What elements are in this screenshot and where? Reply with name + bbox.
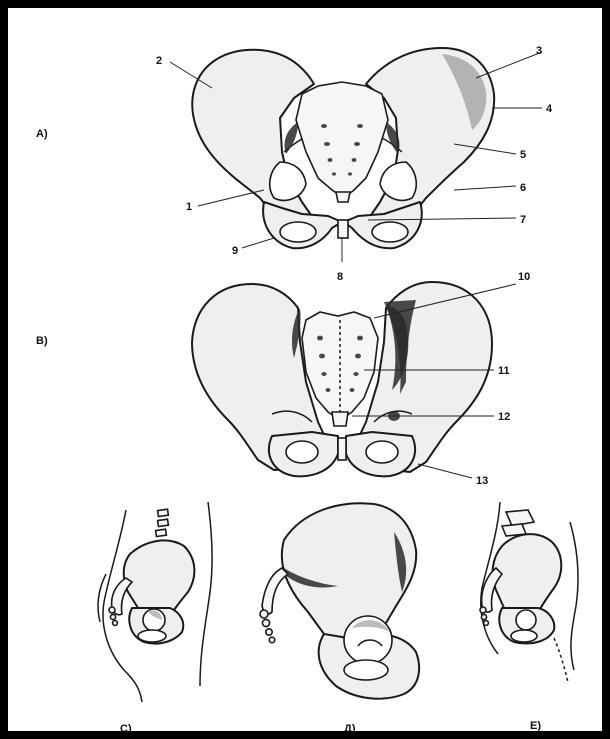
label-3: 3: [536, 45, 542, 57]
label-11: 11: [498, 365, 510, 377]
figure-a-pelvis-anterior: [192, 48, 494, 248]
label-4: 4: [546, 103, 553, 115]
label-13: 13: [476, 475, 488, 487]
section-label-c: C): [120, 723, 132, 731]
label-10: 10: [518, 271, 530, 283]
figure-e-pelvis-lateral-body: [480, 502, 578, 682]
label-5: 5: [520, 149, 526, 161]
section-label-b: B): [36, 335, 48, 347]
figure-a-sacrum: [296, 82, 388, 198]
section-label-a: A): [36, 128, 48, 140]
label-2: 2: [156, 55, 162, 67]
label-9: 9: [232, 245, 238, 257]
figure-b-pelvis-posterior: [192, 282, 492, 476]
illustration-frame: 2 3 4 5 1 6 7 8 9 10 11 12 13 A) B) C) Д…: [6, 6, 604, 733]
label-8: 8: [337, 271, 343, 283]
label-6: 6: [520, 182, 526, 194]
label-12: 12: [498, 411, 510, 423]
label-7: 7: [520, 214, 526, 226]
figure-d-pelvis-lateral: [260, 503, 419, 698]
section-label-d: Д): [344, 723, 356, 731]
figure-c-pelvis-lateral-body: [98, 502, 212, 702]
label-1: 1: [186, 201, 192, 213]
section-label-e: E): [530, 720, 541, 731]
pelvis-anatomy-illustration: 2 3 4 5 1 6 7 8 9 10 11 12 13 A) B) C) Д…: [8, 8, 602, 731]
